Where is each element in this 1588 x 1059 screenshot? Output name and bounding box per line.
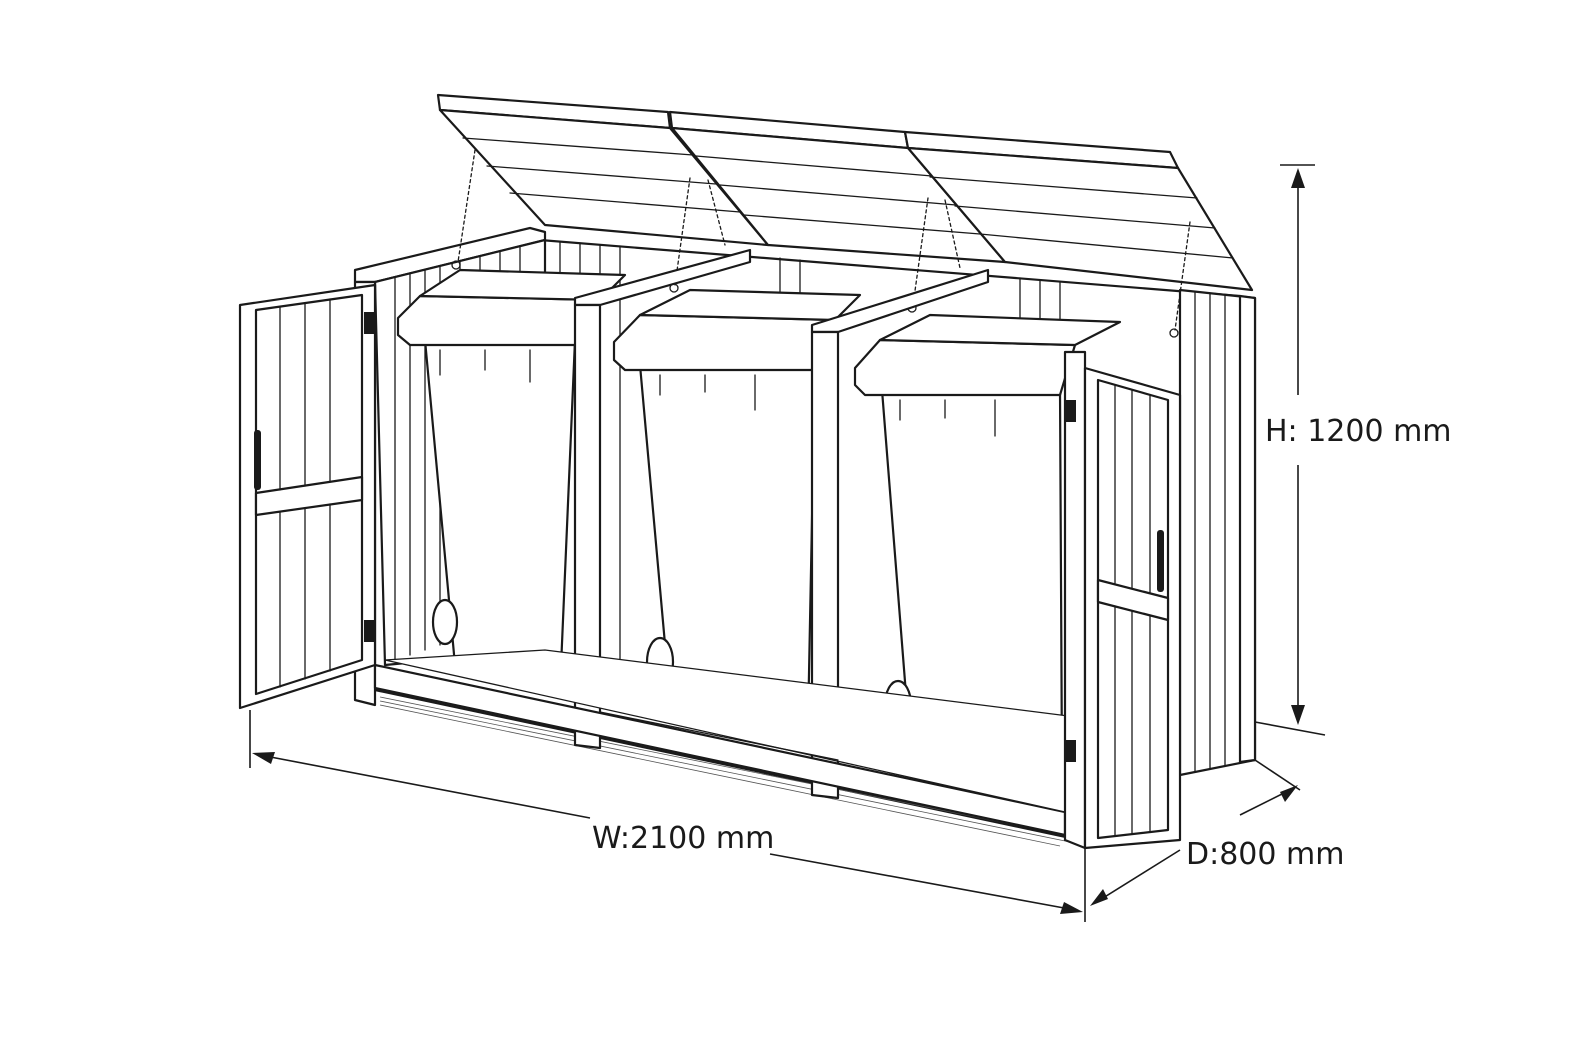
wheelie-bin-icon [396,268,627,692]
width-label: W:2100 mm [592,821,774,856]
depth-dimension [1090,759,1301,906]
hinge-icon [1066,400,1076,422]
height-label: H: 1200 mm [1265,414,1452,449]
lid-right [903,130,1254,292]
hinge-icon [1066,740,1076,762]
door-handle-icon [1157,530,1164,592]
wheelie-bin-icon [853,313,1122,772]
height-dimension [1254,164,1326,736]
right-door [1063,350,1182,850]
width-dimension [249,710,1086,922]
right-side-panel [1178,288,1257,777]
wheelie-bin-icon [612,288,862,727]
divider-post-left [573,248,752,750]
door-handle-icon [254,430,261,490]
left-door [238,283,377,710]
hinge-icon [364,620,374,642]
depth-label: D:800 mm [1186,837,1344,872]
lid-middle [668,110,1007,264]
hinge-icon [364,312,374,334]
divider-post-right [810,268,990,800]
floor-rail [373,649,1101,837]
